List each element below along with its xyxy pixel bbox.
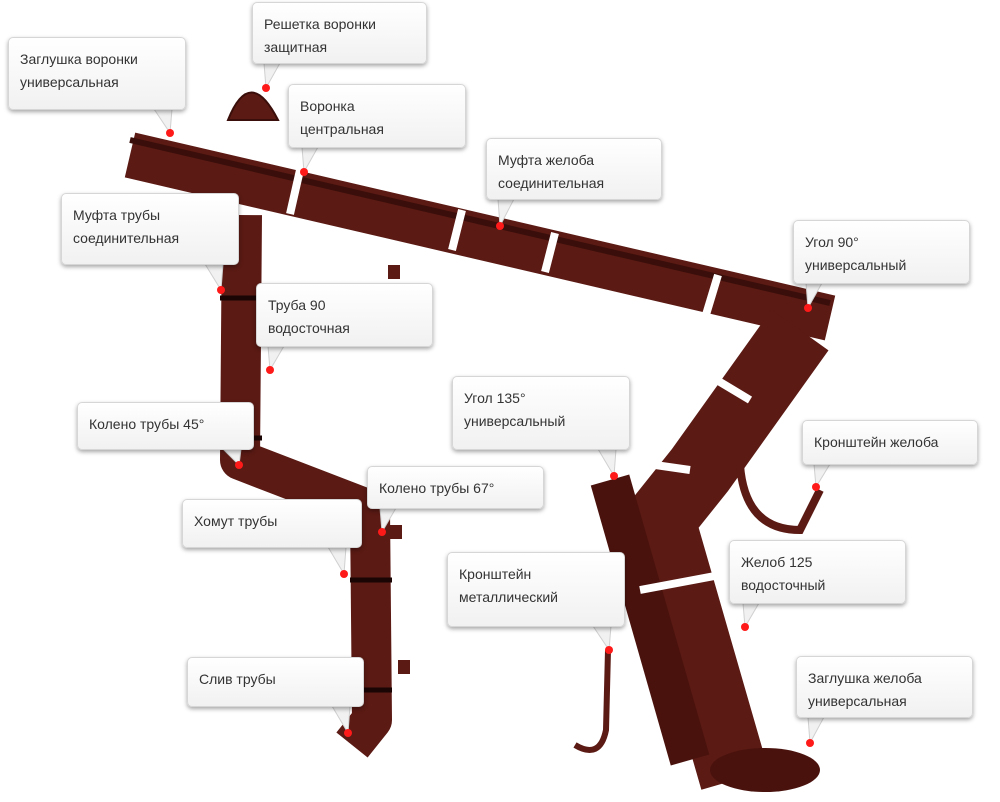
callout-6[interactable]: Муфта трубы соединительная xyxy=(61,193,239,265)
callout-label: Муфта желоба соединительная xyxy=(498,152,605,191)
marker-dot[interactable] xyxy=(812,483,820,491)
marker-dot[interactable] xyxy=(266,366,274,374)
callout-14[interactable]: Желоб 125 водосточный xyxy=(729,540,906,604)
marker-dot[interactable] xyxy=(344,729,352,737)
callout-label: Угол 90° универсальный xyxy=(805,234,907,273)
callout-5[interactable]: Угол 90° универсальный xyxy=(793,220,970,284)
callout-label: Слив трубы xyxy=(199,671,276,687)
callout-9[interactable]: Угол 135° универсальный xyxy=(452,376,630,450)
callout-label: Муфта трубы соединительная xyxy=(73,207,180,246)
callout-12[interactable]: Хомут трубы xyxy=(182,499,362,548)
callout-label: Колено трубы 67° xyxy=(379,480,495,496)
marker-dot[interactable] xyxy=(806,739,814,747)
callout-11[interactable]: Колено трубы 67° xyxy=(367,466,544,509)
callout-label: Колено трубы 45° xyxy=(89,416,205,432)
callout-10[interactable]: Кронштейн желоба xyxy=(802,420,978,465)
gutter-end-cap xyxy=(710,748,820,792)
marker-dot[interactable] xyxy=(262,84,270,92)
marker-dot[interactable] xyxy=(217,286,225,294)
callout-13[interactable]: Кронштейн металлический xyxy=(447,552,625,627)
callout-label: Желоб 125 водосточный xyxy=(741,554,826,593)
funnel-grate xyxy=(226,91,280,121)
marker-dot[interactable] xyxy=(166,129,174,137)
marker-dot[interactable] xyxy=(610,472,618,480)
callout-label: Заглушка воронки универсальная xyxy=(20,51,138,90)
marker-dot[interactable] xyxy=(605,646,613,654)
callout-label: Решетка воронки защитная xyxy=(264,16,376,55)
marker-dot[interactable] xyxy=(804,304,812,312)
callout-label: Кронштейн желоба xyxy=(814,434,939,450)
callout-4[interactable]: Муфта желоба соединительная xyxy=(486,138,662,200)
marker-dot[interactable] xyxy=(496,222,504,230)
callout-label: Заглушка желоба универсальная xyxy=(808,670,922,709)
callout-15[interactable]: Слив трубы xyxy=(187,657,364,707)
callout-label: Труба 90 водосточная xyxy=(268,297,350,336)
callout-2[interactable]: Решетка воронки защитная xyxy=(252,2,427,64)
downpipe xyxy=(220,214,392,758)
metal-bracket xyxy=(573,649,611,753)
marker-dot[interactable] xyxy=(235,461,243,469)
callout-8[interactable]: Колено трубы 45° xyxy=(77,402,254,450)
marker-dot[interactable] xyxy=(741,623,749,631)
marker-dot[interactable] xyxy=(378,528,386,536)
marker-dot[interactable] xyxy=(300,168,308,176)
callout-label: Угол 135° универсальный xyxy=(464,390,566,429)
gutter-bracket xyxy=(736,464,824,535)
callout-label: Воронка центральная xyxy=(300,98,384,137)
callout-label: Хомут трубы xyxy=(194,513,278,529)
marker-dot[interactable] xyxy=(340,570,348,578)
callout-7[interactable]: Труба 90 водосточная xyxy=(256,283,433,347)
callout-label: Кронштейн металлический xyxy=(459,566,558,605)
callout-3[interactable]: Воронка центральная xyxy=(288,84,466,148)
callout-16[interactable]: Заглушка желоба универсальная xyxy=(796,656,973,718)
callout-1[interactable]: Заглушка воронки универсальная xyxy=(8,37,186,110)
